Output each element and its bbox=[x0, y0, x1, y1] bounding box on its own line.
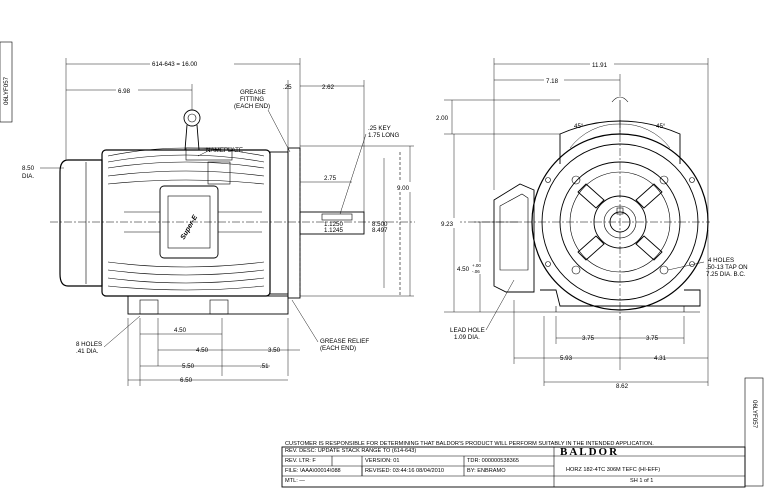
title-block: CUSTOMER IS RESPONSIBLE FOR DETERMINING … bbox=[281, 441, 746, 488]
grease-relief-label-2: (EACH END) bbox=[320, 345, 356, 352]
pilot-dia-min: 8.497 bbox=[372, 227, 388, 234]
dim-5-93: 5.93 bbox=[560, 355, 573, 362]
dia-8-50-value: 8.50 bbox=[22, 165, 35, 172]
holes-label-1: 8 HOLES bbox=[76, 341, 102, 348]
dim-4-50b: 4.50 bbox=[196, 347, 209, 354]
key-label-2: 1.75 LONG bbox=[368, 132, 399, 139]
drawing-id-bottom: 06LYF057 bbox=[751, 400, 758, 429]
tap-note-2: .50-13 TAP ON bbox=[706, 264, 748, 271]
sheet-number: SH 1 of 1 bbox=[630, 478, 654, 484]
dim-51: .51 bbox=[260, 363, 269, 370]
drawing-id-top: 06LYF057 bbox=[3, 76, 10, 105]
grease-fitting-label-3: (EACH END) bbox=[234, 103, 270, 110]
shaft-dia-min: 1.1245 bbox=[324, 227, 343, 234]
dim-11-91: 11.91 bbox=[592, 62, 608, 69]
dim-3-75a: 3.75 bbox=[582, 335, 595, 342]
dim-9-23: 9.23 bbox=[441, 221, 454, 228]
disclaimer: CUSTOMER IS RESPONSIBLE FOR DETERMINING … bbox=[285, 441, 654, 447]
angle-left: 45° bbox=[574, 123, 584, 130]
shaft-dia-max: 1.1250 bbox=[324, 221, 343, 228]
dim-6-98: 6.98 bbox=[118, 88, 131, 95]
drawn-by: BY: ENBRAMO bbox=[467, 468, 506, 474]
version: VERSION: 01 bbox=[365, 458, 400, 464]
dim-2-00: 2.00 bbox=[436, 115, 449, 122]
dim-7-18: 7.18 bbox=[546, 78, 559, 85]
tap-note-1: 4 HOLES bbox=[708, 257, 734, 264]
dim-4-31: 4.31 bbox=[654, 355, 667, 362]
tap-note-3: 7.25 DIA. B.C. bbox=[706, 271, 746, 278]
lead-hole-2: 1.09 DIA. bbox=[454, 334, 480, 341]
grease-fitting-label-2: FITTING bbox=[240, 96, 264, 103]
revised-date: REVISED: 03:44:16 08/04/2010 bbox=[365, 468, 444, 474]
grease-relief-label-1: GREASE RELIEF bbox=[320, 338, 369, 345]
lead-hole-1: LEAD HOLE bbox=[450, 327, 485, 334]
dim-3-50: 3.50 bbox=[268, 347, 281, 354]
dim-9-00: 9.00 bbox=[397, 185, 410, 192]
overall-length-label: 614-643 = 16.00 bbox=[152, 61, 198, 68]
dim-6-50: 6.50 bbox=[180, 377, 193, 384]
rev-desc: REV. DESC: UPDATE STACK RANGE TO (614-64… bbox=[285, 448, 417, 454]
baldor-logo: BALDOR bbox=[560, 446, 620, 458]
dia-8-50-unit: DIA. bbox=[22, 173, 34, 180]
dim-2-62: 2.62 bbox=[322, 84, 335, 91]
end-view: 11.91 7.18 2.00 45° 45° 9.23 4.50 +.00 -… bbox=[436, 58, 748, 390]
nameplate-label: NAMEPLATE bbox=[206, 147, 243, 154]
dim-5-50: 5.50 bbox=[182, 363, 195, 370]
grease-fitting-label-1: GREASE bbox=[240, 89, 266, 96]
tol-4-50-plus: +.00 bbox=[472, 263, 481, 268]
material: MTL: — bbox=[285, 478, 305, 484]
tdr-number: TDR: 000000538365 bbox=[467, 458, 519, 464]
angle-right: 45° bbox=[656, 123, 666, 130]
dim-25: .25 bbox=[283, 84, 292, 91]
motor-description: HORZ 182-4TC 306M TEFC (HI-EFF) bbox=[566, 467, 661, 473]
pilot-dia-max: 8.500 bbox=[372, 221, 388, 228]
dim-8-62: 8.62 bbox=[616, 383, 629, 390]
side-view: 614-643 = 16.00 6.98 .25 2.62 GREASE FIT… bbox=[22, 58, 415, 386]
rev-ltr: REV. LTR: F bbox=[285, 458, 316, 464]
holes-label-2: .41 DIA. bbox=[76, 348, 99, 355]
dim-3-75b: 3.75 bbox=[646, 335, 659, 342]
tol-4-50-minus: -.06 bbox=[472, 269, 480, 274]
file-path: FILE: \AAA\00014\088 bbox=[285, 468, 341, 474]
dim-2-75: 2.75 bbox=[324, 175, 337, 182]
dim-4-50-end: 4.50 bbox=[457, 266, 470, 273]
brand-plate-text: Super-E bbox=[180, 214, 200, 241]
key-label-1: .25 KEY bbox=[368, 125, 391, 132]
dim-4-50a: 4.50 bbox=[174, 327, 187, 334]
